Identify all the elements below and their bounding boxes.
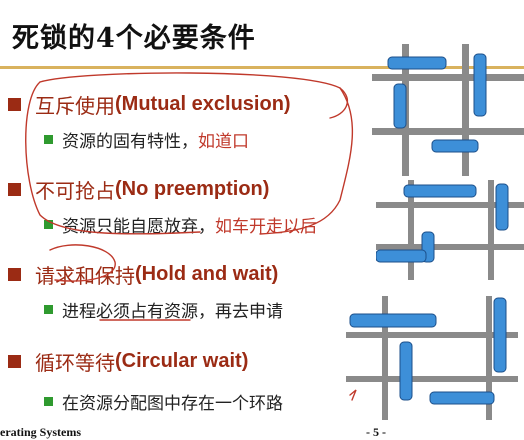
condition-zh: 请求和保持 bbox=[35, 264, 135, 288]
bullet-square-icon bbox=[8, 183, 21, 196]
sub-bullet-icon bbox=[44, 397, 53, 406]
condition-no-preemption: 不可抢占(No preemption) bbox=[8, 175, 269, 204]
condition-zh: 不可抢占 bbox=[35, 179, 115, 203]
traffic-deadlock-illustration bbox=[372, 44, 524, 176]
handwritten-annotation: 如道口 bbox=[198, 132, 249, 152]
title-rule bbox=[0, 66, 524, 69]
condition-detail-2: 资源只能自愿放弃，如车开走以后 bbox=[44, 212, 317, 237]
sub-bullet-icon bbox=[44, 220, 53, 229]
traffic-deadlock-illustration-2 bbox=[376, 180, 524, 280]
condition-mutual-exclusion: 互斥使用(Mutual exclusion) bbox=[8, 90, 291, 119]
traffic-deadlock-illustration-3 bbox=[346, 296, 518, 420]
slide-title: 死锁的4个必要条件 bbox=[12, 23, 256, 54]
condition-zh: 互斥使用 bbox=[35, 94, 115, 118]
condition-hold-and-wait: 请求和保持(Hold and wait) bbox=[8, 260, 278, 289]
bullet-square-icon bbox=[8, 355, 21, 368]
footer-course-name: erating Systems bbox=[0, 425, 81, 439]
bullet-square-icon bbox=[8, 98, 21, 111]
condition-en: (No preemption) bbox=[115, 178, 270, 200]
bullet-square-icon bbox=[8, 268, 21, 281]
sub-bullet-icon bbox=[44, 135, 53, 144]
detail-text: 进程必须占有资源，再去申请 bbox=[62, 302, 283, 322]
condition-detail-4: 在资源分配图中存在一个环路 bbox=[44, 389, 283, 414]
sub-bullet-icon bbox=[44, 305, 53, 314]
page-number: - 5 - bbox=[366, 425, 386, 439]
condition-en: (Circular wait) bbox=[115, 350, 249, 372]
detail-text: 在资源分配图中存在一个环路 bbox=[62, 394, 283, 414]
detail-text: 资源的固有特性， bbox=[62, 132, 198, 152]
detail-text: 资源只能自愿放弃， bbox=[62, 217, 215, 237]
condition-en: (Mutual exclusion) bbox=[115, 93, 291, 115]
handwritten-annotation: 如车开走以后 bbox=[215, 217, 317, 237]
condition-en: (Hold and wait) bbox=[135, 263, 279, 285]
condition-detail-3: 进程必须占有资源，再去申请 bbox=[44, 297, 283, 322]
condition-detail-1: 资源的固有特性，如道口 bbox=[44, 127, 249, 152]
condition-zh: 循环等待 bbox=[35, 351, 115, 375]
condition-circular-wait: 循环等待(Circular wait) bbox=[8, 347, 248, 376]
